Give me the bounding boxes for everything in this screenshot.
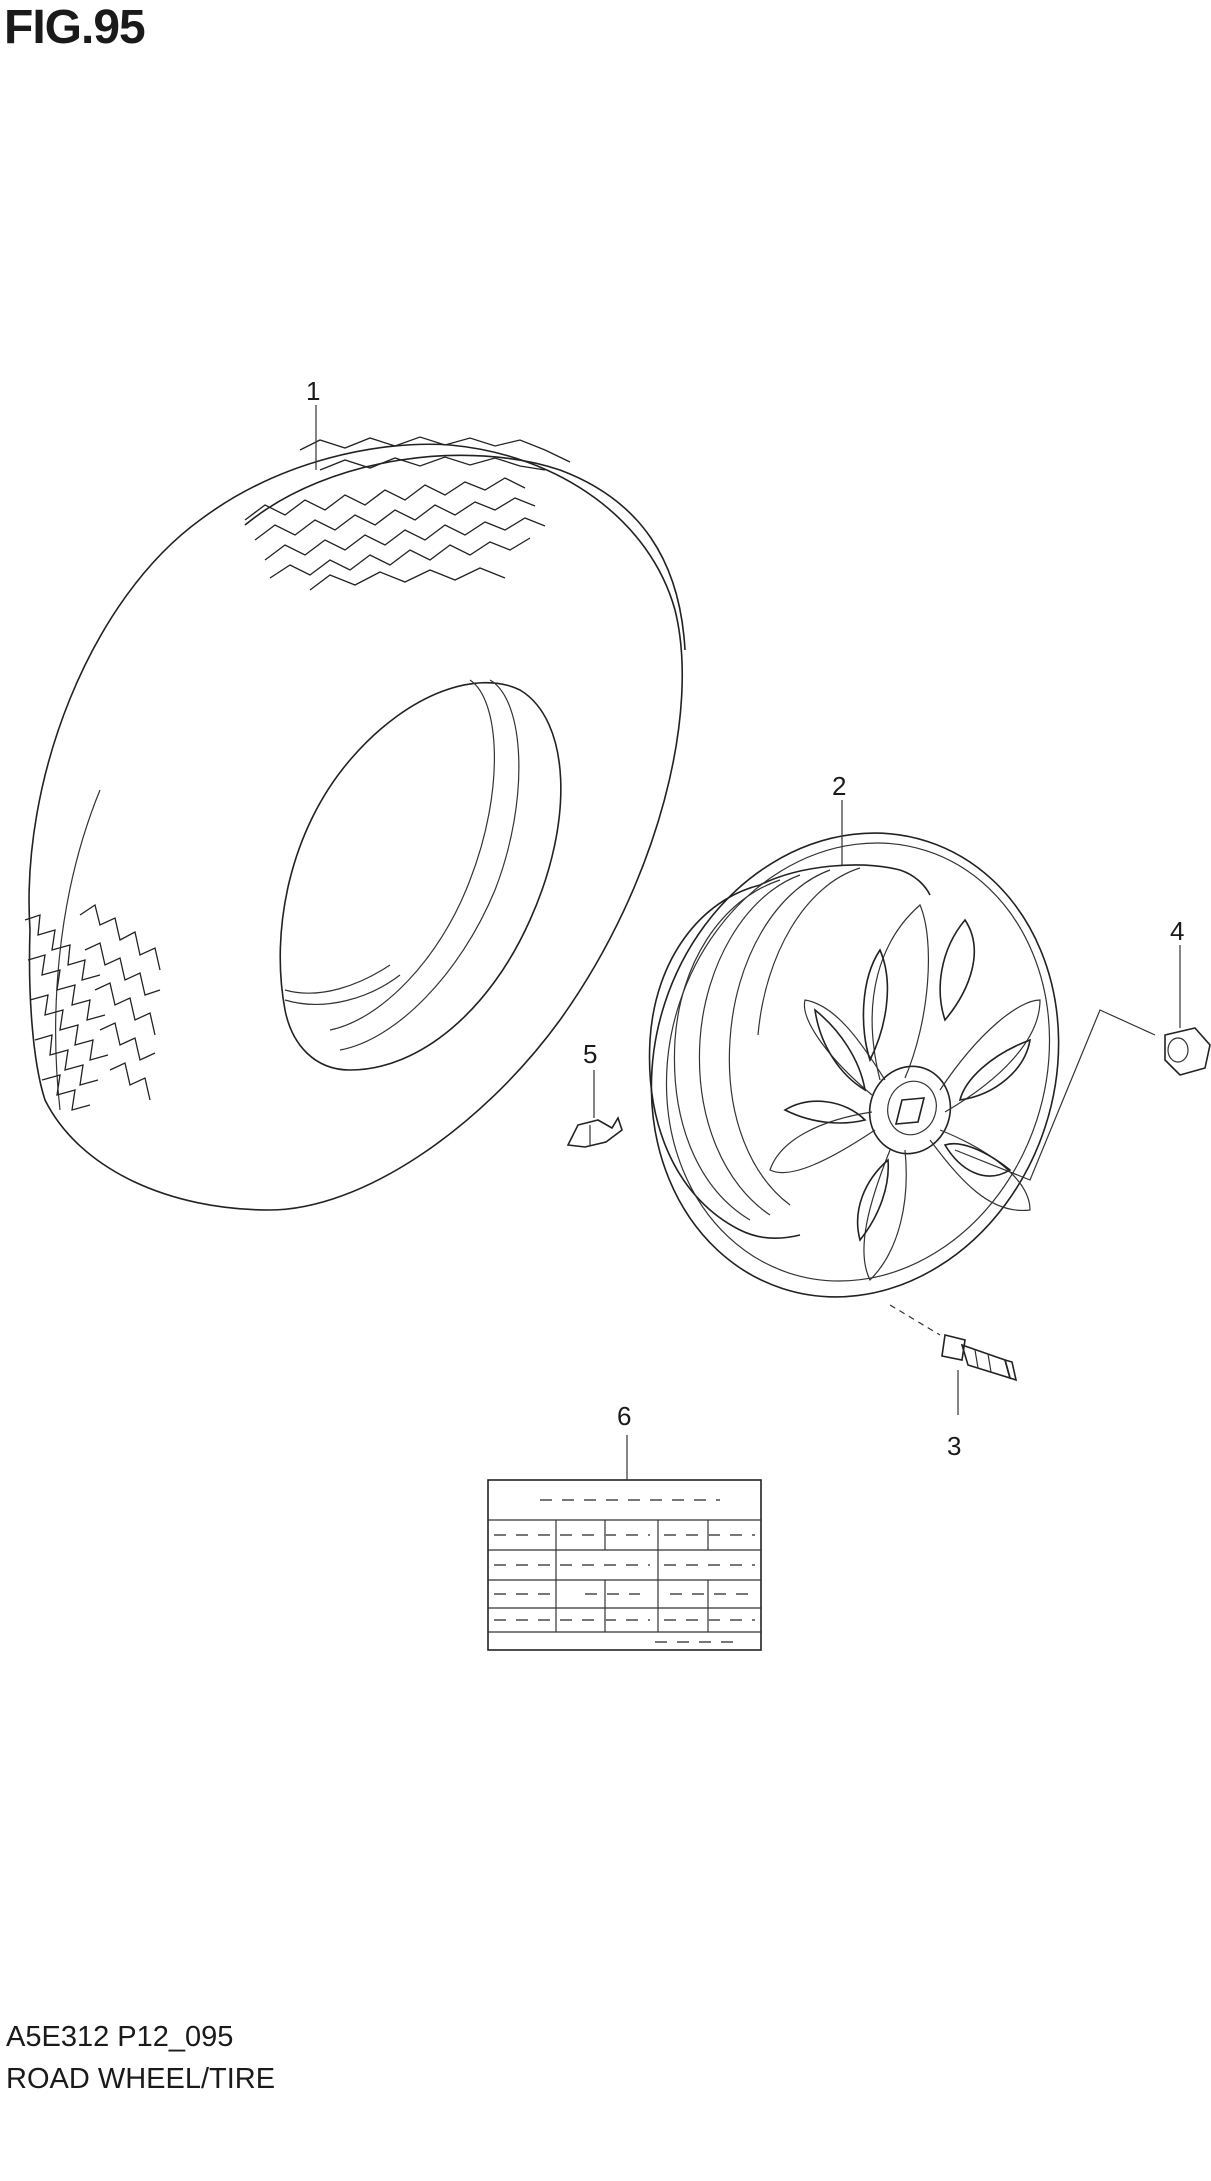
tire-part[interactable]: 1 xyxy=(24,376,686,1211)
callout-4-label: 4 xyxy=(1170,916,1184,946)
balance-weight-part[interactable]: 5 xyxy=(566,1039,623,1148)
wheel-nut-part[interactable]: 4 xyxy=(1164,916,1211,1076)
road-wheel-part[interactable]: 2 xyxy=(592,771,1156,1350)
tire-pressure-label-part[interactable]: 6 xyxy=(487,1401,762,1651)
callout-3-label: 3 xyxy=(947,1431,961,1461)
tire-tread-side xyxy=(24,903,161,1111)
wheel-spokes xyxy=(769,904,1041,1282)
figure-code: A5E312 P12_095 xyxy=(6,2021,234,2053)
figure-name: ROAD WHEEL/TIRE xyxy=(6,2063,276,2095)
figure-title: FIG.95 xyxy=(4,1,146,54)
tire-tread-top xyxy=(244,436,571,591)
callout-6-label: 6 xyxy=(617,1401,631,1431)
callout-2-label: 2 xyxy=(832,771,846,801)
callout-5-label: 5 xyxy=(583,1039,597,1069)
callout-1-label: 1 xyxy=(306,376,320,406)
valve-part[interactable]: 3 xyxy=(941,1334,1018,1461)
